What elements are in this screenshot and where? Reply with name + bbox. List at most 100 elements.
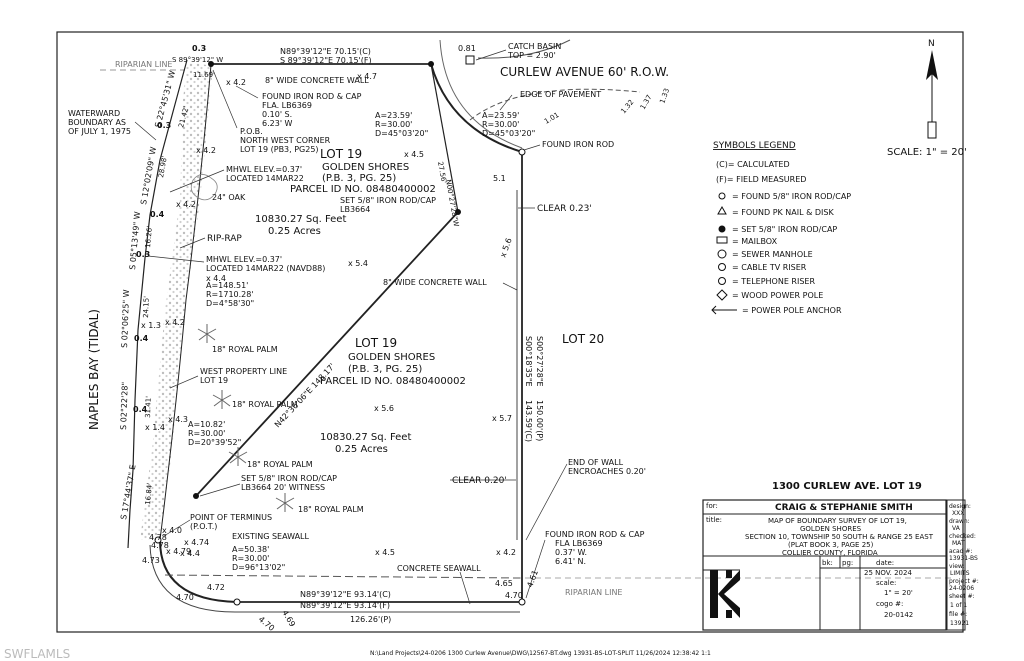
monument-ne	[428, 61, 434, 67]
leader-pob	[212, 69, 238, 129]
side-label: design:	[949, 503, 971, 510]
set-rod-mid-1: SET 5/8" IRON ROD/CAP	[241, 474, 337, 483]
lot19-lower-name: LOT 19	[355, 336, 397, 350]
palm2-label: 18" ROYAL PALM	[232, 400, 298, 409]
elevation: 4.70	[257, 615, 276, 633]
riparian-top-label: RIPARIAN LINE	[115, 60, 172, 69]
side-value: 13921	[950, 620, 969, 627]
palm1-label: 18" ROYAL PALM	[212, 345, 278, 354]
west-property-2: LOT 19	[200, 376, 228, 385]
wall-mid-label: 8" WIDE CONCRETE WALL	[383, 278, 487, 287]
palm3-label: 18" ROYAL PALM	[247, 460, 313, 469]
set-rod-top-2: LB3664	[340, 205, 370, 214]
lot19-lower-acres: 0.25 Acres	[335, 444, 388, 455]
elevation: x 5.4	[348, 259, 368, 268]
bearing-w5: S 02°22'28"	[119, 382, 130, 430]
bearing-bottom-2: N89°39'12"E 93.14'(F)	[300, 601, 390, 610]
end-wall-label-2: ENCROACHES 0.20'	[568, 467, 646, 476]
naples-bay-label: NAPLES BAY (TIDAL)	[87, 309, 101, 430]
cogo-label: cogo #:	[876, 600, 903, 608]
monument-pot	[154, 536, 162, 544]
side-value: LIMITS	[950, 570, 970, 577]
elevation: 4.78	[151, 541, 169, 550]
elevation: x 5.6	[374, 404, 394, 413]
elevation: x 4.5	[404, 150, 424, 159]
elevation: 0.3	[136, 250, 150, 259]
street-arc	[477, 39, 571, 59]
monument-found-rod	[518, 148, 526, 156]
street-label: CURLEW AVENUE 60' R.O.W.	[500, 65, 669, 79]
curve-top-street-r: R=30.00'	[375, 120, 412, 129]
side-value: VA	[952, 525, 961, 532]
bearing-east-2: S00°18'35"E	[524, 336, 533, 387]
found-cap-top-4: 6.23' W	[262, 119, 293, 128]
legend-symbols	[711, 192, 737, 315]
riparian-bottom-label: RIPARIAN LINE	[565, 588, 622, 597]
elevation: 4.69	[280, 609, 297, 629]
elevation: x 4.7	[357, 72, 377, 81]
south-dashed-line	[164, 574, 521, 579]
cogo-value: 20-0142	[884, 611, 913, 619]
side-value: XXX	[952, 510, 964, 517]
distance-w2: 28.98'	[157, 155, 169, 178]
rip-rap-label: RIP-RAP	[207, 234, 242, 244]
bk-label: bk:	[822, 559, 833, 567]
side-value: 1 of 1	[950, 602, 967, 609]
curve-bottom-r: R=30.00'	[232, 554, 269, 563]
scale-field-value: 1" = 20'	[884, 589, 913, 597]
leader-pot	[163, 519, 191, 537]
elevation: x 4.3	[168, 415, 188, 424]
elevation: 5.1	[493, 174, 506, 183]
curve-west-big-a: A=148.51'	[206, 281, 248, 290]
end-wall-label-1: END OF WALL	[568, 458, 624, 467]
cable-tv-riser-icon	[718, 263, 726, 271]
side-label: view:	[949, 563, 965, 570]
elevation: 4.70	[176, 593, 194, 602]
pob-label-3: LOT 19 (PB3, PG25)	[240, 145, 319, 154]
elevation: x 4.74	[184, 538, 209, 547]
curve-west-small-r: R=30.00'	[188, 429, 225, 438]
found-iron-rod-label: FOUND IRON ROD	[542, 140, 614, 149]
leader-mhwl1	[169, 169, 225, 193]
catch-basin-label: CATCH BASIN	[508, 42, 561, 51]
client-name: CRAIG & STEPHANIE SMITH	[775, 503, 913, 513]
scale-label: SCALE: 1" = 20'	[887, 147, 967, 158]
scale-field-label: scale:	[876, 579, 896, 587]
distance-w5: 31.41'	[144, 396, 153, 418]
bearing-w4: S 02°06'25" W	[120, 289, 131, 348]
lot-split-line	[195, 211, 459, 497]
side-label: file #:	[949, 611, 967, 618]
side-label: project #:	[949, 578, 979, 585]
curve-top-street-a: A=23.59'	[375, 111, 412, 120]
elevation: x 4.2	[196, 146, 216, 155]
seawall-outer	[149, 544, 520, 613]
legend-item: = SET 5/8" IRON ROD/CAP	[732, 225, 837, 234]
side-label: sheet #:	[949, 593, 975, 600]
lot-split-north	[430, 63, 459, 213]
lot19-upper-acres: 0.25 Acres	[268, 226, 321, 237]
curve-bottom-d: D=96°13'02"	[232, 563, 285, 572]
legend-item: = MAILBOX	[732, 237, 778, 246]
monument-set-mid	[193, 493, 199, 499]
waterward-label-2: BOUNDARY AS	[68, 118, 126, 127]
edge-pavement-label: EDGE OF PAVEMENT	[520, 90, 601, 99]
elevation: x 4.2	[226, 78, 246, 87]
distance-east-1: 150.00'(P)	[535, 400, 544, 441]
legend-item: = CABLE TV RISER	[732, 263, 807, 272]
side-value: 13931-BS	[949, 555, 978, 562]
pot-label-1: POINT OF TERMINUS	[190, 513, 272, 522]
leader-wall-mid	[502, 282, 518, 291]
elevation: 0.3	[192, 44, 206, 53]
lot19-lower-parcel: PARCEL ID NO. 08480400002	[320, 376, 466, 387]
monument-set-top	[455, 209, 461, 215]
elevation: x 4.5	[375, 548, 395, 557]
elevation: 0.4	[133, 405, 148, 414]
bearing-w3: S 05°13'49" W	[128, 211, 142, 270]
elevation: 0.3	[157, 121, 171, 130]
bearing-bottom-plat: 126.26'(P)	[350, 615, 391, 624]
elevation: x 4.79	[166, 547, 191, 556]
rip-rap-area	[140, 62, 213, 540]
firm-logo-icon	[710, 570, 740, 618]
distance-top: 11.69'	[193, 71, 215, 79]
